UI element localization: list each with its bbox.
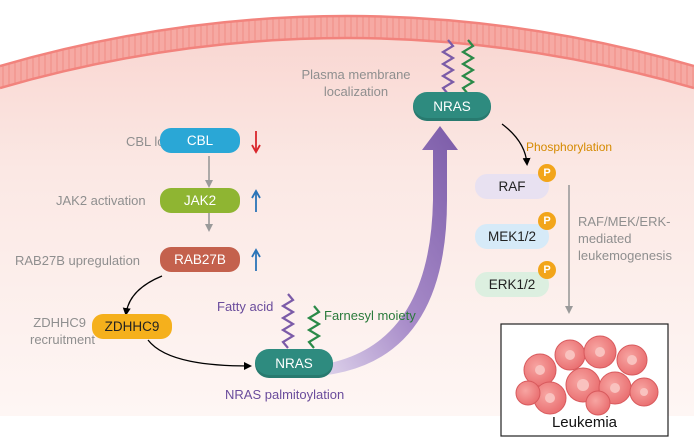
farnesyl-tail (306, 305, 322, 349)
fatty-acid-tail (440, 39, 456, 95)
nras-membrane-node: NRAS (413, 92, 491, 121)
palmitoylation-label: NRAS palmitoylation (225, 387, 345, 402)
rab27b-upregulation-label: RAB27B upregulation (15, 253, 141, 268)
phosphate-badge: P (538, 164, 556, 182)
zdhhc9-recruitment-label: ZDHHC9 recruitment (30, 315, 96, 347)
phosphate-badge: P (538, 261, 556, 279)
rab27b-node: RAB27B (160, 247, 240, 272)
plasma-membrane (0, 16, 694, 88)
mek-node: MEK1/2 (475, 224, 549, 249)
leukemia-label: Leukemia (551, 414, 618, 431)
farnesyl-moiety-label: Farnesyl moiety (324, 308, 416, 323)
translocation-arrow (300, 126, 458, 377)
farnesyl-tail (460, 39, 476, 95)
nras-cytosolic-node: NRAS (255, 349, 333, 378)
zdhhc9-node: ZDHHC9 (92, 314, 172, 339)
cbl-node: CBL (160, 128, 240, 153)
fatty-acid-tail (280, 293, 296, 349)
jak2-node: JAK2 (160, 188, 240, 213)
fatty-acid-label: Fatty acid (217, 299, 274, 314)
phosphate-badge: P (538, 212, 556, 230)
raf-node: RAF (475, 174, 549, 199)
phosphorylation-label: Phosphorylation (526, 140, 613, 154)
leukemia-cells-icon (515, 335, 659, 416)
mapk-leukemogenesis-label: RAF/MEK/ERK- mediated leukemogenesis (578, 214, 672, 263)
jak2-activation-label: JAK2 activation (56, 193, 146, 208)
erk-node: ERK1/2 (475, 272, 549, 297)
membrane-localization-label: Plasma membrane localization (301, 67, 411, 99)
